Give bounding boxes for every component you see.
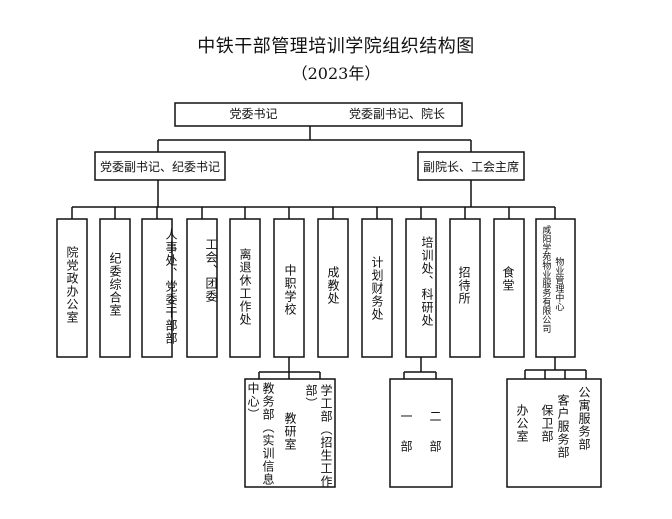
vice-dean-union-box [417,151,525,181]
dept-property-center: 物业管理中心 [553,257,564,311]
dept-box-property [535,218,576,358]
sub-teaching-research: 教研室 [283,412,297,451]
dept-box-hr [141,218,173,358]
dept-box-guesthouse [449,218,481,358]
sub-security: 保卫部 [540,404,554,443]
dept-box-discipline-office [99,218,131,358]
dept-box-canteen [493,218,525,358]
sub-office: 办公室 [515,404,529,443]
sub-dept-one: 一部 [399,410,413,470]
dept-box-office [56,218,88,358]
sub-box-property [506,378,602,488]
discipline-secretary-box [94,151,226,181]
dept-xianyang-property: 咸阳学苑物业服务有限公司 [540,225,551,333]
dept-guesthouse: 招待所 [457,266,471,305]
dept-adult-education: 成教处 [326,266,340,305]
sub-customer-service: 客户服务部 [556,394,570,459]
dept-canteen: 食堂 [501,266,515,292]
dept-retirees: 离退休工作处 [238,248,252,326]
dept-union: 工会、团委 [204,238,218,303]
party-secretary-label: 党委书记 [229,107,278,121]
sub-box-vocational [244,378,336,488]
deputy-secretary-dean-label: 党委副书记、院长 [348,107,445,121]
vice-dean-union-label: 副院长、工会主席 [422,160,519,174]
sub-box-training [389,378,453,488]
sub-apartment-service: 公寓服务部 [577,386,591,451]
sub-academic-affairs: 教务部（实训信息中心） [246,382,275,486]
dept-training-research: 培训处、科研处 [420,236,434,327]
dept-box-vocational-school [273,218,305,358]
sub-student-affairs: 学工部（招生工作部） [304,384,333,488]
chart-title: 中铁干部管理培训学院组织结构图 [197,36,475,57]
dept-box-retirees [229,218,261,358]
dept-discipline-office: 纪委综合室 [108,252,122,317]
chart-subtitle: （2023年） [291,64,381,83]
sub-dept-two: 二部 [428,410,442,470]
dept-office: 院党政办公室 [65,246,79,324]
discipline-secretary-label: 党委副书记、纪委书记 [99,160,220,174]
dept-box-union [186,218,218,358]
dept-hr: 人事处、党委干部部 [164,228,178,345]
dept-box-training-research [405,218,437,358]
dept-vocational-school: 中职学校 [283,264,297,316]
dept-box-finance [361,218,393,358]
top-leadership-box [174,102,463,127]
dept-box-adult-education [317,218,349,358]
dept-finance: 计划财务处 [370,256,384,321]
